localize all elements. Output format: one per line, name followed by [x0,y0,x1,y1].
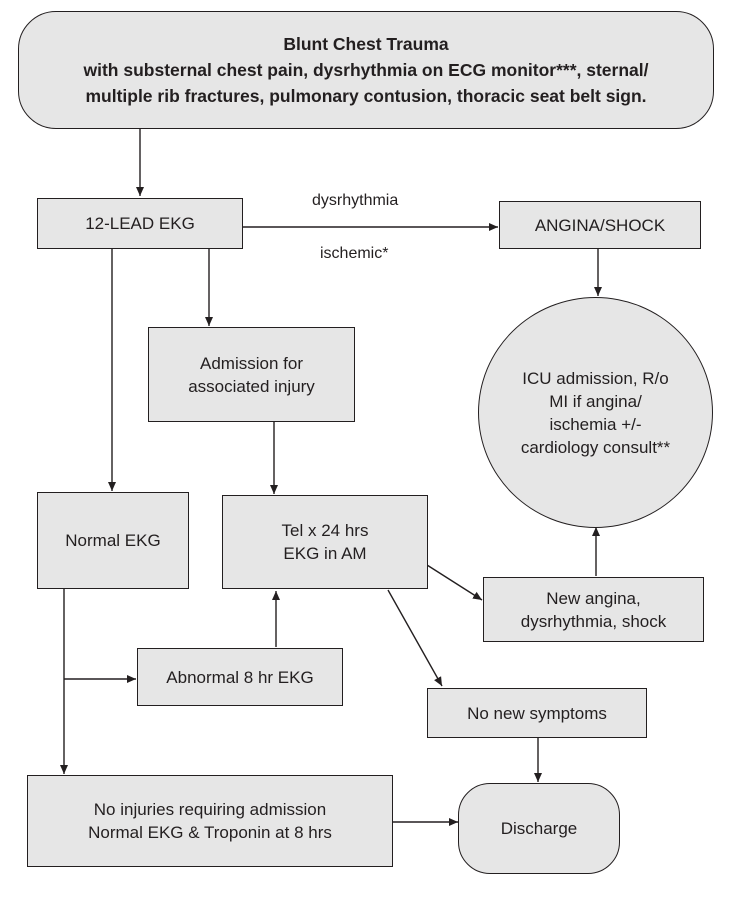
blunt-chest-trauma-box: Blunt Chest Trauma with substernal chest… [18,11,714,129]
icu-admission-circle: ICU admission, R/o MI if angina/ ischemi… [478,297,713,528]
icu-line-1: ICU admission, R/o [522,368,669,388]
abnormal-8hr-ekg-box: Abnormal 8 hr EKG [137,648,343,706]
normal-ekg-box: Normal EKG [37,492,189,589]
no-injuries-line-1: No injuries requiring admission [93,800,327,819]
ekg-12-lead-box: 12-LEAD EKG [37,198,243,249]
arrow-tel-to-new-angina [426,564,483,601]
angina-shock-box: ANGINA/SHOCK [499,201,701,249]
discharge-box: Discharge [458,783,620,874]
tel-line-1: Tel x 24 hrs [281,521,369,540]
no-injuries-line-2: Normal EKG & Troponin at 8 hrs [88,823,332,842]
no-injuries-box: No injuries requiring admission Normal E… [27,775,393,867]
icu-line-2: MI if angina/ [549,391,642,411]
discharge-label: Discharge [500,819,578,838]
angina-shock-label: ANGINA/SHOCK [534,215,666,235]
icu-line-4: cardiology consult** [520,437,671,457]
tel-24hrs-box: Tel x 24 hrs EKG in AM [222,495,428,589]
no-new-symptoms-label: No new symptoms [467,703,607,723]
new-angina-box: New angina, dysrhythmia, shock [483,577,704,642]
tel-line-2: EKG in AM [283,544,367,563]
normal-ekg-label: Normal EKG [65,531,161,550]
new-angina-line-1: New angina, [546,588,641,608]
abnormal-ekg-label: Abnormal 8 hr EKG [166,667,314,687]
ekg-12-lead-label: 12-LEAD EKG [85,214,195,233]
title-line-2: with substernal chest pain, dysrhythmia … [83,60,649,80]
admission-line-1: Admission for [200,353,303,373]
edge-label-ischemic: ischemic* [320,245,389,262]
arrow-tel-to-no-symptoms [387,589,443,687]
admission-associated-injury-box: Admission for associated injury [148,327,355,422]
new-angina-line-2: dysrhythmia, shock [520,611,667,631]
edge-label-dysrhythmia: dysrhythmia [312,192,399,209]
title-line-3: multiple rib fractures, pulmonary contus… [85,86,647,106]
no-new-symptoms-box: No new symptoms [427,688,647,738]
title-line-1: Blunt Chest Trauma [283,34,449,54]
icu-line-3: ischemia +/- [549,414,642,434]
admission-line-2: associated injury [188,376,315,396]
